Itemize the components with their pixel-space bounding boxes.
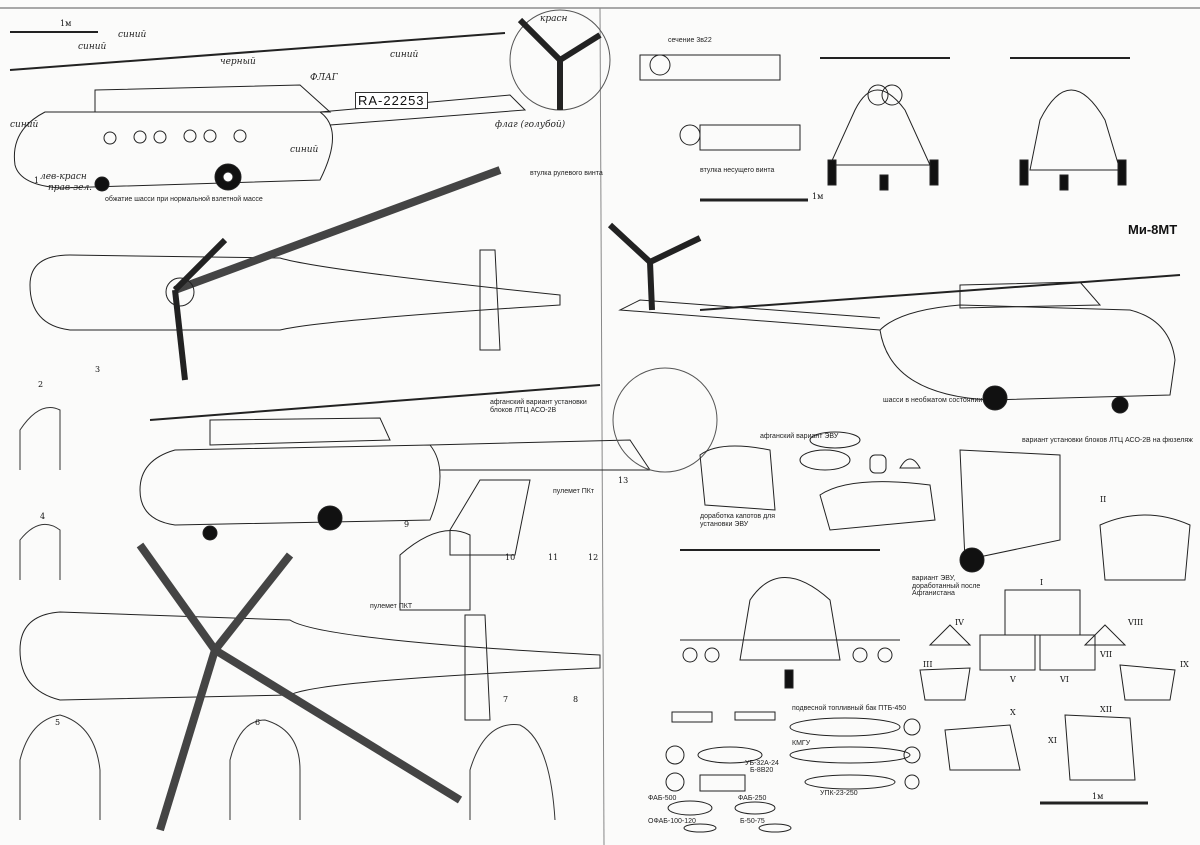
gun-pod-detail [399, 530, 471, 611]
note: черный [220, 57, 256, 67]
caption-cowl-mod: доработка капотов для установки ЭВУ [700, 513, 776, 528]
panel-number: IX [1180, 660, 1189, 669]
weapon-label: Б-8В20 [750, 767, 774, 774]
section-number: 12 [588, 553, 599, 562]
side-view-helicopter-2 [139, 367, 718, 541]
caption-main-rotor-hub: втулка несущего винта [700, 167, 775, 174]
weapon-stores [665, 711, 921, 833]
top-view-helicopter-1 [29, 166, 561, 381]
section-number: 3 [95, 365, 101, 374]
section-number: 11 [548, 553, 559, 562]
scale-label-top: 1м [812, 192, 824, 201]
section-number: 10 [505, 553, 516, 562]
section-number: 13 [618, 476, 629, 485]
side-view-helicopter-1 [9, 9, 611, 192]
side-view-main [607, 222, 1181, 414]
section-number: 5 [55, 718, 61, 727]
rotor-hub-details [639, 54, 801, 151]
panel-number: I [1040, 578, 1044, 587]
weapon-label: ОФАБ-100-120 [648, 818, 696, 825]
panel-number: III [923, 660, 933, 669]
cross-sections [19, 407, 556, 821]
section-number: 7 [503, 695, 509, 704]
rear-view [1010, 57, 1130, 191]
caption-afghan-evu: афганский вариант ЭВУ [760, 433, 839, 440]
weapon-label: УПК-23-250 [820, 790, 858, 797]
weapon-label: УБ-32А-24 [745, 760, 779, 767]
page-title: Ми-8МТ [1128, 222, 1178, 237]
weapon-label: ФАБ-500 [648, 795, 677, 802]
panel-number: IV [955, 618, 964, 627]
note: синий [78, 42, 107, 52]
panel-number: VI [1060, 675, 1069, 684]
panel-number: VII [1100, 650, 1113, 659]
panel-number: VIII [1128, 618, 1144, 627]
scale-label-left: 1м [60, 19, 72, 28]
note: лев-красн [40, 172, 87, 182]
panel-number: X [1010, 708, 1016, 717]
caption-section: сечение 3в22 [668, 37, 712, 44]
front-view-armed [680, 549, 900, 689]
panel-number: V [1010, 675, 1016, 684]
caption-aso-fuselage: вариант установки блоков ЛТЦ АСО-2В на ф… [1022, 437, 1193, 444]
note: синий [390, 50, 419, 60]
section-number: 1 [34, 176, 40, 185]
caption-pkt-gun-1: пулемет ПКт [553, 488, 595, 495]
front-view [820, 57, 950, 191]
note: красн [540, 14, 568, 24]
note: синий [118, 30, 147, 40]
section-number: 6 [255, 718, 261, 727]
weapon-label: ФАБ-250 [738, 795, 767, 802]
page-fold [599, 7, 605, 845]
section-number: 2 [38, 380, 44, 389]
caption-tail-rotor-hub: втулка рулевого винта [530, 170, 603, 177]
top-view-helicopter-2 [19, 542, 601, 832]
weapon-label: КМГУ [792, 740, 811, 747]
note: флаг (голубой) [495, 120, 566, 130]
note: ФЛАГ [310, 73, 338, 83]
note: синий [290, 145, 319, 155]
instrument-panels [919, 589, 1176, 781]
note: прав-зел. [48, 183, 93, 193]
evu-details [699, 431, 1191, 581]
caption-chassis-uncompressed: шасси в необжатом состоянии [883, 397, 983, 404]
caption-chassis-compressed: обжатие шасси при нормальной взлетной ма… [105, 196, 263, 203]
caption-afghan-aso: афганский вариант установки блоков ЛТЦ А… [490, 399, 587, 414]
panel-number: II [1100, 495, 1107, 504]
weapon-label: Б-50-75 [740, 818, 765, 825]
note: синий [10, 120, 39, 130]
scale-label-bottom: 1м [1092, 792, 1104, 801]
section-number: 9 [404, 520, 410, 529]
cockpit-detail [449, 479, 531, 556]
caption-evu-post: вариант ЭВУ, доработанный после Афганист… [912, 575, 981, 598]
section-number: 4 [40, 512, 46, 521]
weapon-label: подвесной топливный бак ПТБ-450 [792, 705, 907, 712]
panel-number: XI [1048, 736, 1057, 745]
section-number: 8 [573, 695, 579, 704]
registration-number: RA-22253 [355, 92, 428, 109]
panel-number: XII [1100, 705, 1113, 714]
caption-pkt-gun-2: пулемет ПКТ [370, 603, 413, 610]
